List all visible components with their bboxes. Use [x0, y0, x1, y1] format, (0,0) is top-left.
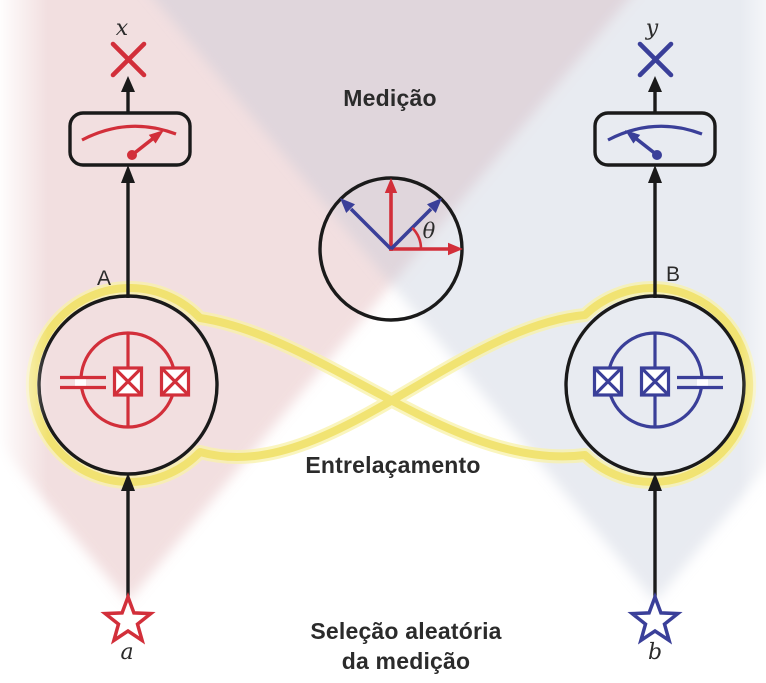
arrow-source-a-to-qubit: [121, 473, 135, 599]
arrow-meter-a-to-outcome: [121, 76, 135, 113]
random-selection-line1: Seleção aleatória: [310, 618, 502, 644]
random-selection-label: Seleção aleatória da medição: [291, 616, 521, 676]
setting-b-label: b: [647, 640, 663, 665]
arrow-source-b-to-qubit: [648, 473, 662, 599]
arrow-qubit-b-to-meter: [648, 165, 662, 298]
outcome-x-label: x: [115, 16, 129, 41]
arrow-qubit-a-to-meter: [121, 165, 135, 298]
meter-b-icon: [593, 111, 717, 167]
qubit-a-label: A: [96, 267, 111, 290]
star-a-icon: [100, 591, 156, 645]
entanglement-label: Entrelaçamento: [305, 452, 481, 478]
qubit-b-label: B: [665, 263, 680, 286]
light-cone-right: [155, 0, 766, 602]
star-b-icon: [627, 591, 683, 645]
setting-a-label: a: [120, 640, 134, 665]
outcome-y-mark-icon: [637, 41, 674, 78]
random-selection-line2: da medição: [341, 648, 471, 674]
outcome-y-label: y: [645, 16, 659, 41]
angle-theta-label: θ: [422, 219, 436, 243]
meter-a-icon: [68, 111, 192, 167]
arrow-meter-b-to-outcome: [648, 76, 662, 113]
measurement-label: Medição: [343, 85, 437, 111]
outcome-x-mark-icon: [110, 41, 147, 78]
measurement-dial-icon: [318, 176, 464, 322]
